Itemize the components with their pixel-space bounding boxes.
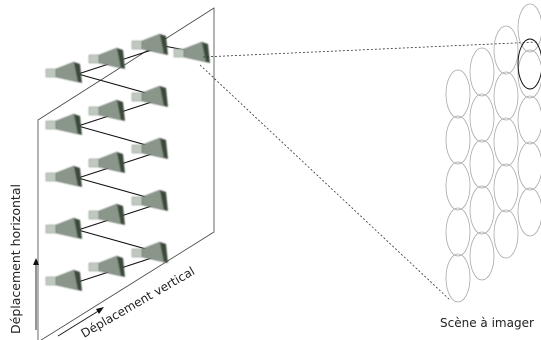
- scene-cell: [469, 231, 495, 281]
- scene-cell: [445, 207, 471, 257]
- scene-cell: [493, 25, 519, 75]
- horn-antenna: [88, 99, 125, 121]
- horn-antenna: [88, 255, 125, 277]
- horn-antenna: [88, 47, 125, 69]
- scene-cell: [517, 95, 541, 145]
- horn-antenna: [45, 113, 82, 135]
- scene-cell: [493, 163, 519, 213]
- horn-antenna: [45, 217, 82, 239]
- scene-cell: [493, 71, 519, 121]
- horn-antenna: [131, 33, 168, 55]
- scene-grid: [445, 3, 541, 303]
- horn-antenna: [45, 269, 82, 291]
- scene-cell: [517, 49, 541, 99]
- scene-cell: [469, 93, 495, 143]
- antenna-array: [45, 33, 210, 291]
- horizontal-axis-arrow: [57, 307, 104, 337]
- horn-antenna: [173, 41, 210, 63]
- scene-cell: [493, 117, 519, 167]
- vertical-axis-arrow: [33, 258, 39, 330]
- horn-antenna: [131, 189, 168, 211]
- scene-cell: [445, 115, 471, 165]
- horn-antenna: [45, 61, 82, 83]
- vertical-axis-label: Déplacement horizontal: [8, 184, 23, 334]
- scene-cell: [517, 141, 541, 191]
- scene-cell: [469, 139, 495, 189]
- scene-cell: [517, 187, 541, 237]
- scene-cell: [493, 209, 519, 259]
- scene-cell: [445, 69, 471, 119]
- horn-antenna: [131, 241, 168, 263]
- horn-antenna: [131, 137, 168, 159]
- scene-cell-highlighted: [517, 38, 541, 90]
- scene-cell: [469, 47, 495, 97]
- scene-cell: [445, 253, 471, 303]
- horn-antenna: [131, 85, 168, 107]
- horn-antenna: [88, 151, 125, 173]
- horn-antenna: [45, 165, 82, 187]
- horn-antenna: [88, 203, 125, 225]
- projection-line-bottom: [199, 64, 451, 301]
- scene-cell: [469, 185, 495, 235]
- scene-label: Scène à imager: [440, 316, 534, 330]
- scene-cell: [517, 3, 541, 53]
- scene-cell: [445, 161, 471, 211]
